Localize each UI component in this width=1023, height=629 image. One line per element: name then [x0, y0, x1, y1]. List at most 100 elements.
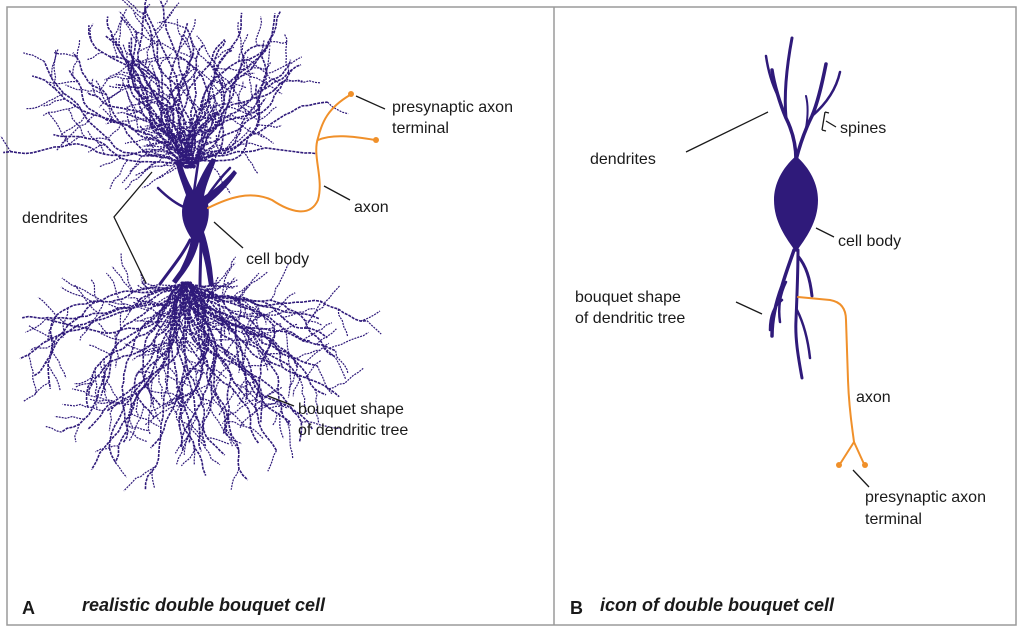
dendrite-twig	[177, 19, 196, 55]
dendrite-twig	[258, 133, 273, 144]
panel-b-caption: icon of double bouquet cell	[600, 595, 835, 615]
axon-terminal-dot	[862, 462, 868, 468]
dendrite-twig	[46, 362, 60, 391]
dendrite-twig	[268, 451, 277, 472]
lower-dendritic-arbor	[20, 254, 381, 492]
dendrite-twig	[361, 311, 380, 321]
dendrite-twig	[52, 352, 66, 379]
dendrite-twig	[231, 469, 239, 490]
dendrite-twig	[243, 152, 258, 174]
leader-cell-body-b	[816, 228, 834, 237]
dendrite-twig	[280, 81, 321, 84]
dendrite-twig	[266, 57, 302, 74]
dendrite-twig	[110, 160, 128, 189]
label-dendrites-b: dendrites	[590, 151, 656, 168]
dendrite-twig	[99, 87, 135, 107]
dendrite-twig	[367, 321, 381, 334]
dendrite-twig	[258, 125, 282, 128]
dendrite-twig	[89, 345, 111, 355]
dendrite-twig	[243, 362, 271, 369]
leader-dendrites-b	[686, 112, 768, 152]
panel-a-letter: A	[22, 598, 35, 618]
upper-dendritic-arbor	[1, 0, 348, 194]
dendrite-twig	[121, 254, 133, 292]
dendrite-twig	[213, 368, 226, 378]
label-presynaptic-line2: terminal	[392, 120, 449, 137]
leader-presynaptic-b	[853, 470, 869, 487]
dendrite-twig	[294, 350, 321, 359]
dendrite-twig	[135, 321, 174, 323]
label-axon: axon	[354, 199, 389, 216]
leader-spines	[826, 121, 836, 127]
leader-bouquet-b	[736, 302, 762, 314]
dendrite-twig	[271, 264, 289, 301]
label-cell-body: cell body	[246, 251, 309, 268]
dendrite-twig	[88, 52, 103, 59]
dendrite-twig	[46, 427, 62, 433]
label-presynaptic-b-line1: presynaptic axon	[865, 489, 986, 506]
dendrite-twig	[285, 418, 293, 458]
dendrite-twig	[115, 463, 126, 477]
dendrite-twig	[240, 143, 263, 147]
dendrite-twig	[24, 383, 50, 402]
dendrite-twig	[99, 158, 121, 167]
dendrite-twig	[259, 107, 277, 120]
dendrite-twig	[124, 465, 157, 491]
panel-b: spines dendrites cell body bouquet shape…	[570, 38, 986, 618]
leader-axon-a	[324, 186, 350, 200]
dendrite-twig	[293, 379, 300, 396]
dendrite-twig	[132, 56, 159, 67]
dendrite-twig	[43, 106, 76, 115]
dendrite-twig	[1, 136, 11, 151]
dendrite-twig	[107, 381, 118, 398]
dendrite-twig	[218, 68, 247, 70]
dendrite-twig	[163, 0, 175, 7]
dendrite-twig	[152, 471, 155, 488]
dendrite-twig	[125, 162, 155, 190]
label-axon-b: axon	[856, 389, 891, 406]
dendrite-twig	[253, 301, 266, 325]
axon-terminal-dot	[348, 91, 354, 97]
panel-a: presynaptic axon terminal axon dendrites…	[1, 0, 513, 618]
label-cell-body-b: cell body	[838, 233, 901, 250]
panel-a-caption: realistic double bouquet cell	[82, 595, 326, 615]
label-bouquet-b-line2: of dendritic tree	[575, 310, 685, 327]
label-spines: spines	[840, 120, 886, 137]
label-bouquet-line1: bouquet shape	[298, 401, 404, 418]
dendrite-twig	[246, 57, 253, 99]
dendrite-twig	[29, 326, 51, 339]
label-presynaptic-b-line2: terminal	[865, 511, 922, 528]
dendrite-twig	[270, 42, 288, 44]
dendrite-twig	[109, 407, 113, 431]
dendrite-twig	[256, 16, 262, 45]
leader-cell-body-a	[214, 222, 243, 248]
dendrite-twig	[130, 156, 142, 172]
dendrite-twig	[23, 53, 44, 62]
icon-upper-dendrites	[766, 38, 840, 160]
dendrite-twig	[95, 446, 118, 452]
dendrite-twig	[92, 78, 96, 96]
dendrite-twig	[329, 332, 368, 348]
icon-cell-body	[774, 156, 818, 252]
label-bouquet-b-line1: bouquet shape	[575, 289, 681, 306]
label-presynaptic-line1: presynaptic axon	[392, 99, 513, 116]
leader-presynaptic-a	[356, 96, 385, 109]
dendrite-twig	[280, 415, 284, 439]
dendrite-twig	[30, 345, 53, 351]
dendrite-twig	[26, 319, 46, 332]
icon-lower-dendrites	[770, 250, 812, 378]
dendrite-twig	[48, 82, 78, 84]
label-bouquet-line2: of dendritic tree	[298, 422, 408, 439]
icon-axon	[798, 297, 868, 468]
dendrite-twig	[73, 40, 80, 77]
dendrite-branch	[194, 102, 328, 168]
axon-terminal-dot	[373, 137, 379, 143]
dendrite-twig	[122, 162, 141, 183]
dendrite-twig	[49, 113, 70, 145]
dendrite-twig	[55, 416, 84, 419]
dendrite-twig	[177, 435, 189, 464]
dendrite-twig	[269, 405, 287, 408]
dendrite-twig	[111, 9, 127, 41]
